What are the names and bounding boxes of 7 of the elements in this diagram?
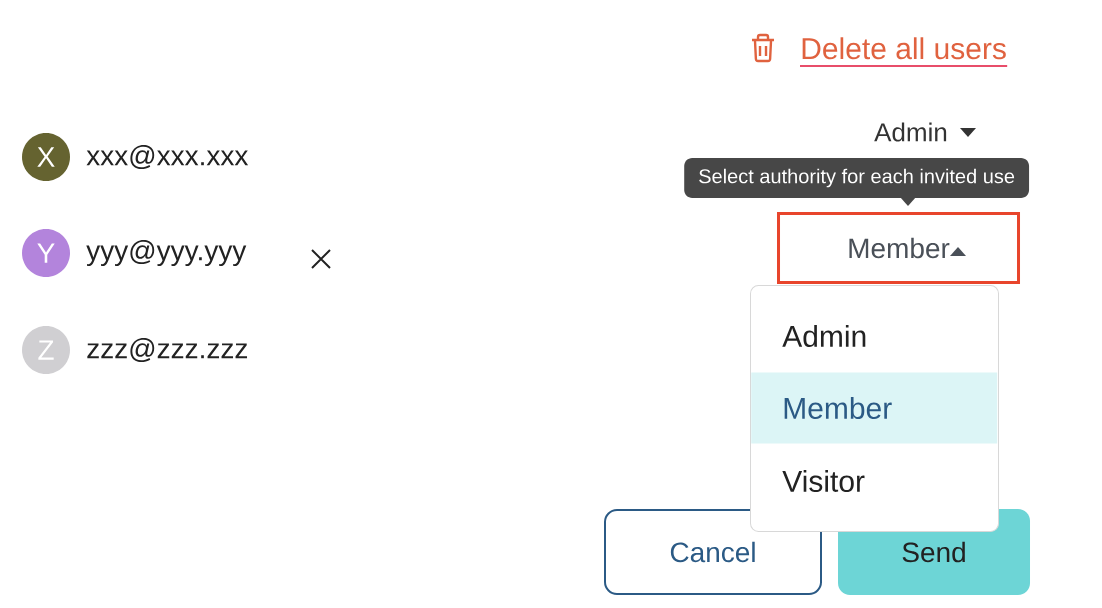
menu-item: Admin — [782, 325, 866, 348]
selected-menu-item: Member — [751, 372, 998, 444]
menu-item: Visitor — [782, 470, 865, 493]
link: Delete all users — [799, 37, 1009, 67]
role-text: Admin — [874, 122, 947, 142]
tooltip: Select authority for each invited use — [684, 158, 1030, 206]
dropdown-field: Member — [777, 212, 1020, 284]
